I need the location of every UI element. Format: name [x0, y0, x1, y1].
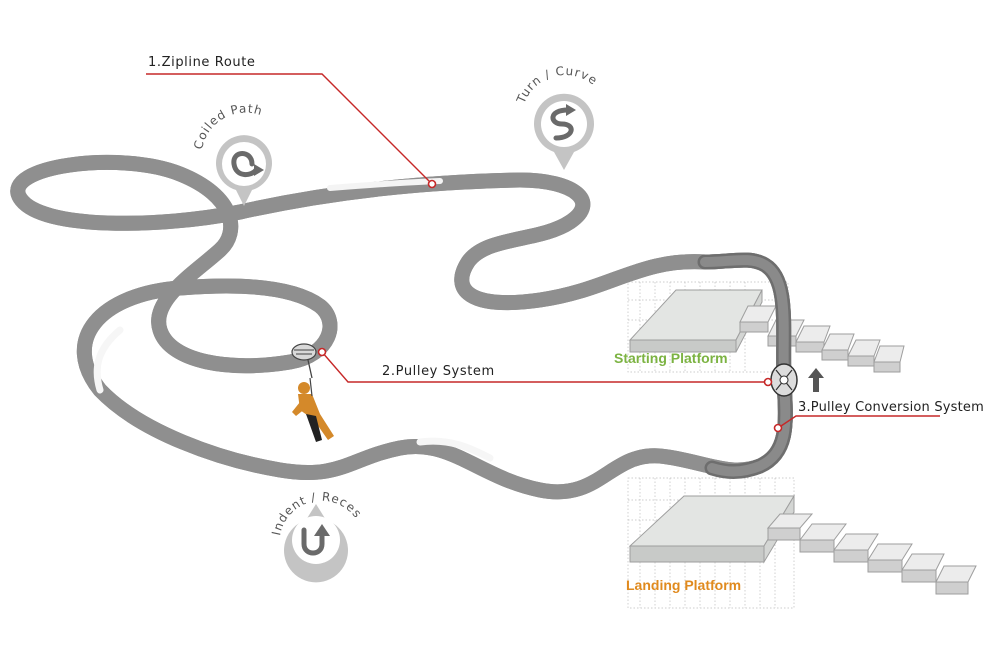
starting-platform-label: Starting Platform	[614, 350, 728, 366]
landing-platform	[627, 477, 977, 609]
callout-label-pulley-conversion: 3.Pulley Conversion System	[798, 400, 984, 415]
callout-pulley-system: 2.Pulley System	[317, 347, 773, 387]
coiled-path-icon	[231, 151, 264, 177]
callout-label-pulley-system: 2.Pulley System	[382, 364, 495, 379]
callout-pulley-conversion: 3.Pulley Conversion System	[773, 400, 984, 433]
landing-platform-label: Landing Platform	[626, 577, 741, 593]
up-arrow-icon	[808, 368, 824, 392]
svg-text:Indent / Recess: Indent / Recess	[0, 0, 365, 537]
pin-turn-curve: Turn / Curve	[513, 64, 599, 170]
s-curve-icon	[550, 104, 576, 141]
starting-platform-stairs	[739, 305, 905, 373]
pin-label-indent-recess: Indent / Recess	[0, 0, 364, 537]
callout-zipline-route: 1.Zipline Route	[146, 55, 437, 189]
conversion-pulley	[770, 363, 798, 397]
u-turn-icon	[301, 524, 330, 556]
landing-platform-stairs	[766, 513, 977, 595]
pulley-on-track	[291, 343, 317, 379]
rider	[292, 377, 334, 442]
callout-label-zipline-route: 1.Zipline Route	[148, 55, 256, 70]
